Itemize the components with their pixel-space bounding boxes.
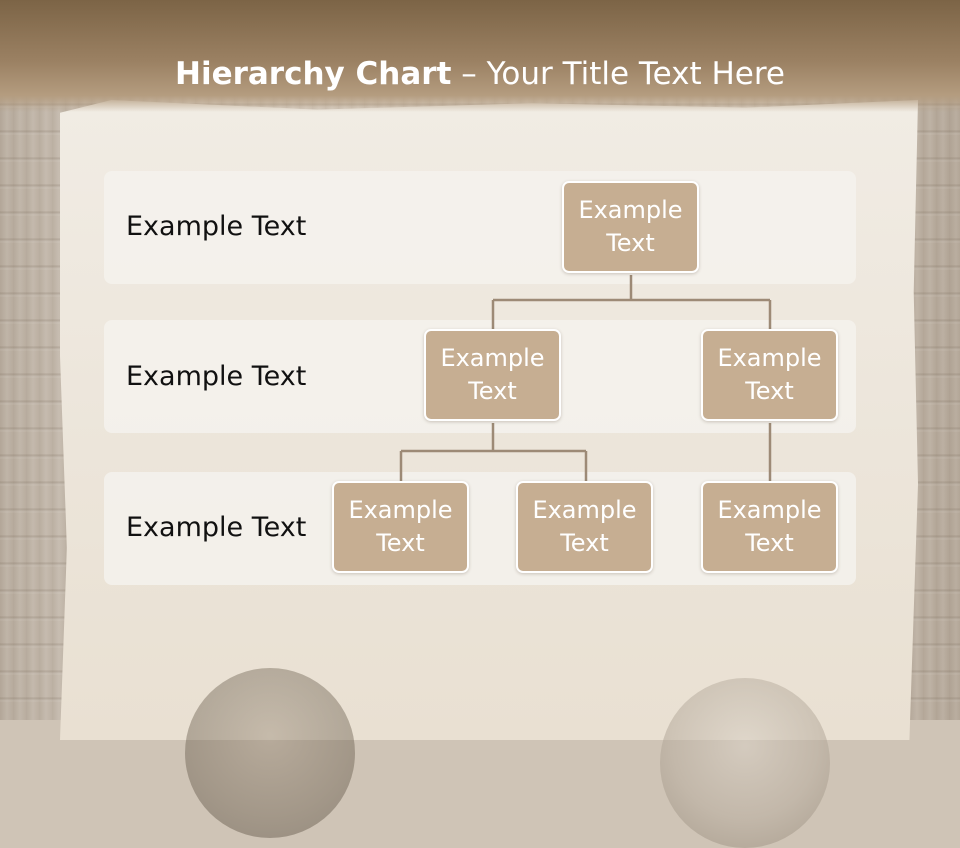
node-root-label: Example Text	[578, 196, 683, 257]
node-level3-b[interactable]: Example Text	[516, 481, 653, 573]
row-label-level-3: Example Text	[126, 512, 307, 543]
title-rest: – Your Title Text Here	[451, 56, 785, 92]
connector-left-to-level3	[399, 423, 588, 481]
node-level3-c[interactable]: Example Text	[701, 481, 838, 573]
node-level2-right[interactable]: Example Text	[701, 329, 838, 421]
connector-lines	[399, 275, 772, 481]
level-row-1	[104, 171, 856, 284]
connector-root-to-level2	[491, 275, 772, 329]
node-root[interactable]: Example Text	[562, 181, 699, 273]
node-level3-a[interactable]: Example Text	[332, 481, 469, 573]
node-level2-right-label: Example Text	[717, 344, 822, 405]
node-level2-left[interactable]: Example Text	[424, 329, 561, 421]
row-label-level-1: Example Text	[126, 211, 307, 242]
row-label-level-2: Example Text	[126, 361, 307, 392]
node-level2-left-label: Example Text	[440, 344, 545, 405]
title-bar	[0, 0, 960, 112]
slide-title: Hierarchy Chart – Your Title Text Here	[0, 54, 960, 94]
node-level3-c-label: Example Text	[717, 496, 822, 557]
node-level3-a-label: Example Text	[348, 496, 453, 557]
node-level3-b-label: Example Text	[532, 496, 637, 557]
title-bold-part: Hierarchy Chart	[175, 56, 452, 92]
